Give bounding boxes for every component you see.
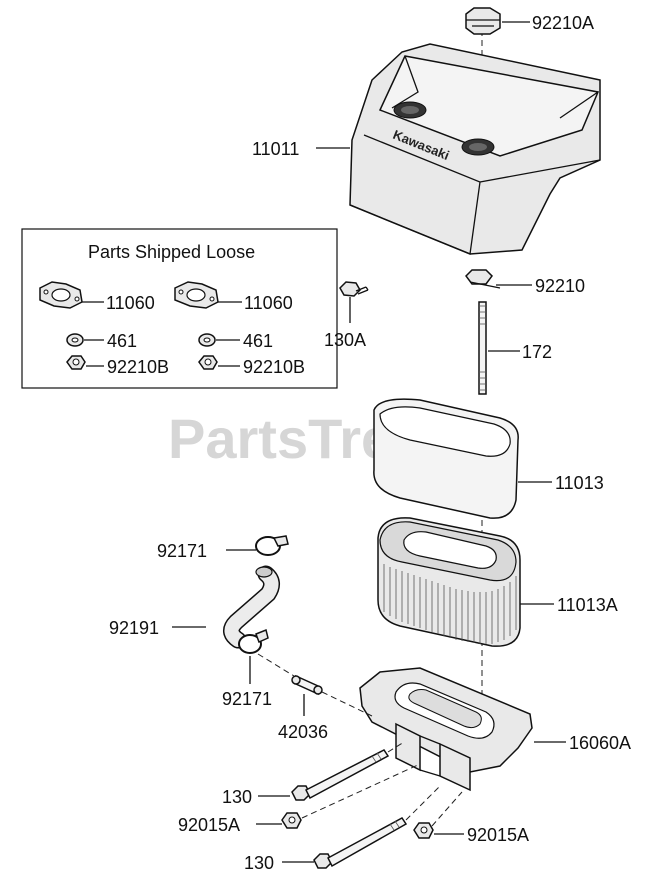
label-42036: 42036 bbox=[278, 722, 328, 742]
stud-172 bbox=[478, 301, 487, 395]
label-92015A-left: 92015A bbox=[178, 815, 240, 835]
label-172: 172 bbox=[522, 342, 552, 362]
label-16060A: 16060A bbox=[569, 733, 631, 753]
air-cleaner-base-16060A bbox=[359, 667, 533, 792]
label-130-lower: 130 bbox=[244, 853, 274, 873]
label-92210B-left: 92210B bbox=[107, 357, 169, 377]
loose-parts-frame bbox=[21, 228, 338, 389]
label-461-left: 461 bbox=[107, 331, 137, 351]
bolt-130-lower bbox=[313, 817, 408, 869]
air-filter-element-11013A bbox=[377, 517, 521, 647]
label-92210: 92210 bbox=[535, 276, 585, 296]
loose-parts-title: Parts Shipped Loose bbox=[88, 242, 255, 262]
label-11011: 11011 bbox=[252, 139, 299, 159]
nut-92210B-left bbox=[66, 355, 86, 370]
label-92210A: 92210A bbox=[532, 13, 594, 33]
label-92015A-right: 92015A bbox=[467, 825, 529, 845]
nut-92210B-right bbox=[198, 355, 218, 370]
hose-clamp-92171-top bbox=[255, 535, 289, 556]
filter-pleats bbox=[383, 564, 517, 644]
label-461-right: 461 bbox=[243, 331, 273, 351]
label-130-upper: 130 bbox=[222, 787, 252, 807]
label-130A: 130A bbox=[324, 330, 366, 350]
washer-461-right bbox=[198, 333, 216, 347]
breather-hose-92191 bbox=[223, 565, 280, 649]
label-92171-top: 92171 bbox=[157, 541, 207, 561]
loose-parts-box: Parts Shipped Loose 11060 461 92210B bbox=[21, 228, 369, 389]
label-92191: 92191 bbox=[109, 618, 159, 638]
nut-92015A-left bbox=[281, 812, 302, 829]
hose-clamp-92171-bottom bbox=[238, 628, 269, 654]
wing-nut-92210A bbox=[465, 7, 501, 35]
air-cleaner-cover-11011: Kawasaki bbox=[349, 43, 601, 255]
fitting-42036 bbox=[291, 674, 323, 696]
label-92210B-right: 92210B bbox=[243, 357, 305, 377]
nut-92210 bbox=[465, 269, 501, 289]
label-11013: 11013 bbox=[555, 473, 604, 493]
washer-461-left bbox=[66, 333, 84, 347]
bolt-130A bbox=[339, 281, 369, 297]
label-92171-bottom: 92171 bbox=[222, 689, 272, 709]
pre-cleaner-11013 bbox=[373, 398, 519, 519]
label-11060-left: 11060 bbox=[106, 293, 155, 313]
bolt-130-upper bbox=[291, 749, 390, 801]
nut-92015A-right bbox=[413, 822, 434, 839]
gasket-11060-left bbox=[39, 281, 83, 309]
label-11060-right: 11060 bbox=[244, 293, 293, 313]
gasket-11060-right bbox=[174, 281, 219, 309]
label-11013A: 11013A bbox=[557, 595, 618, 615]
